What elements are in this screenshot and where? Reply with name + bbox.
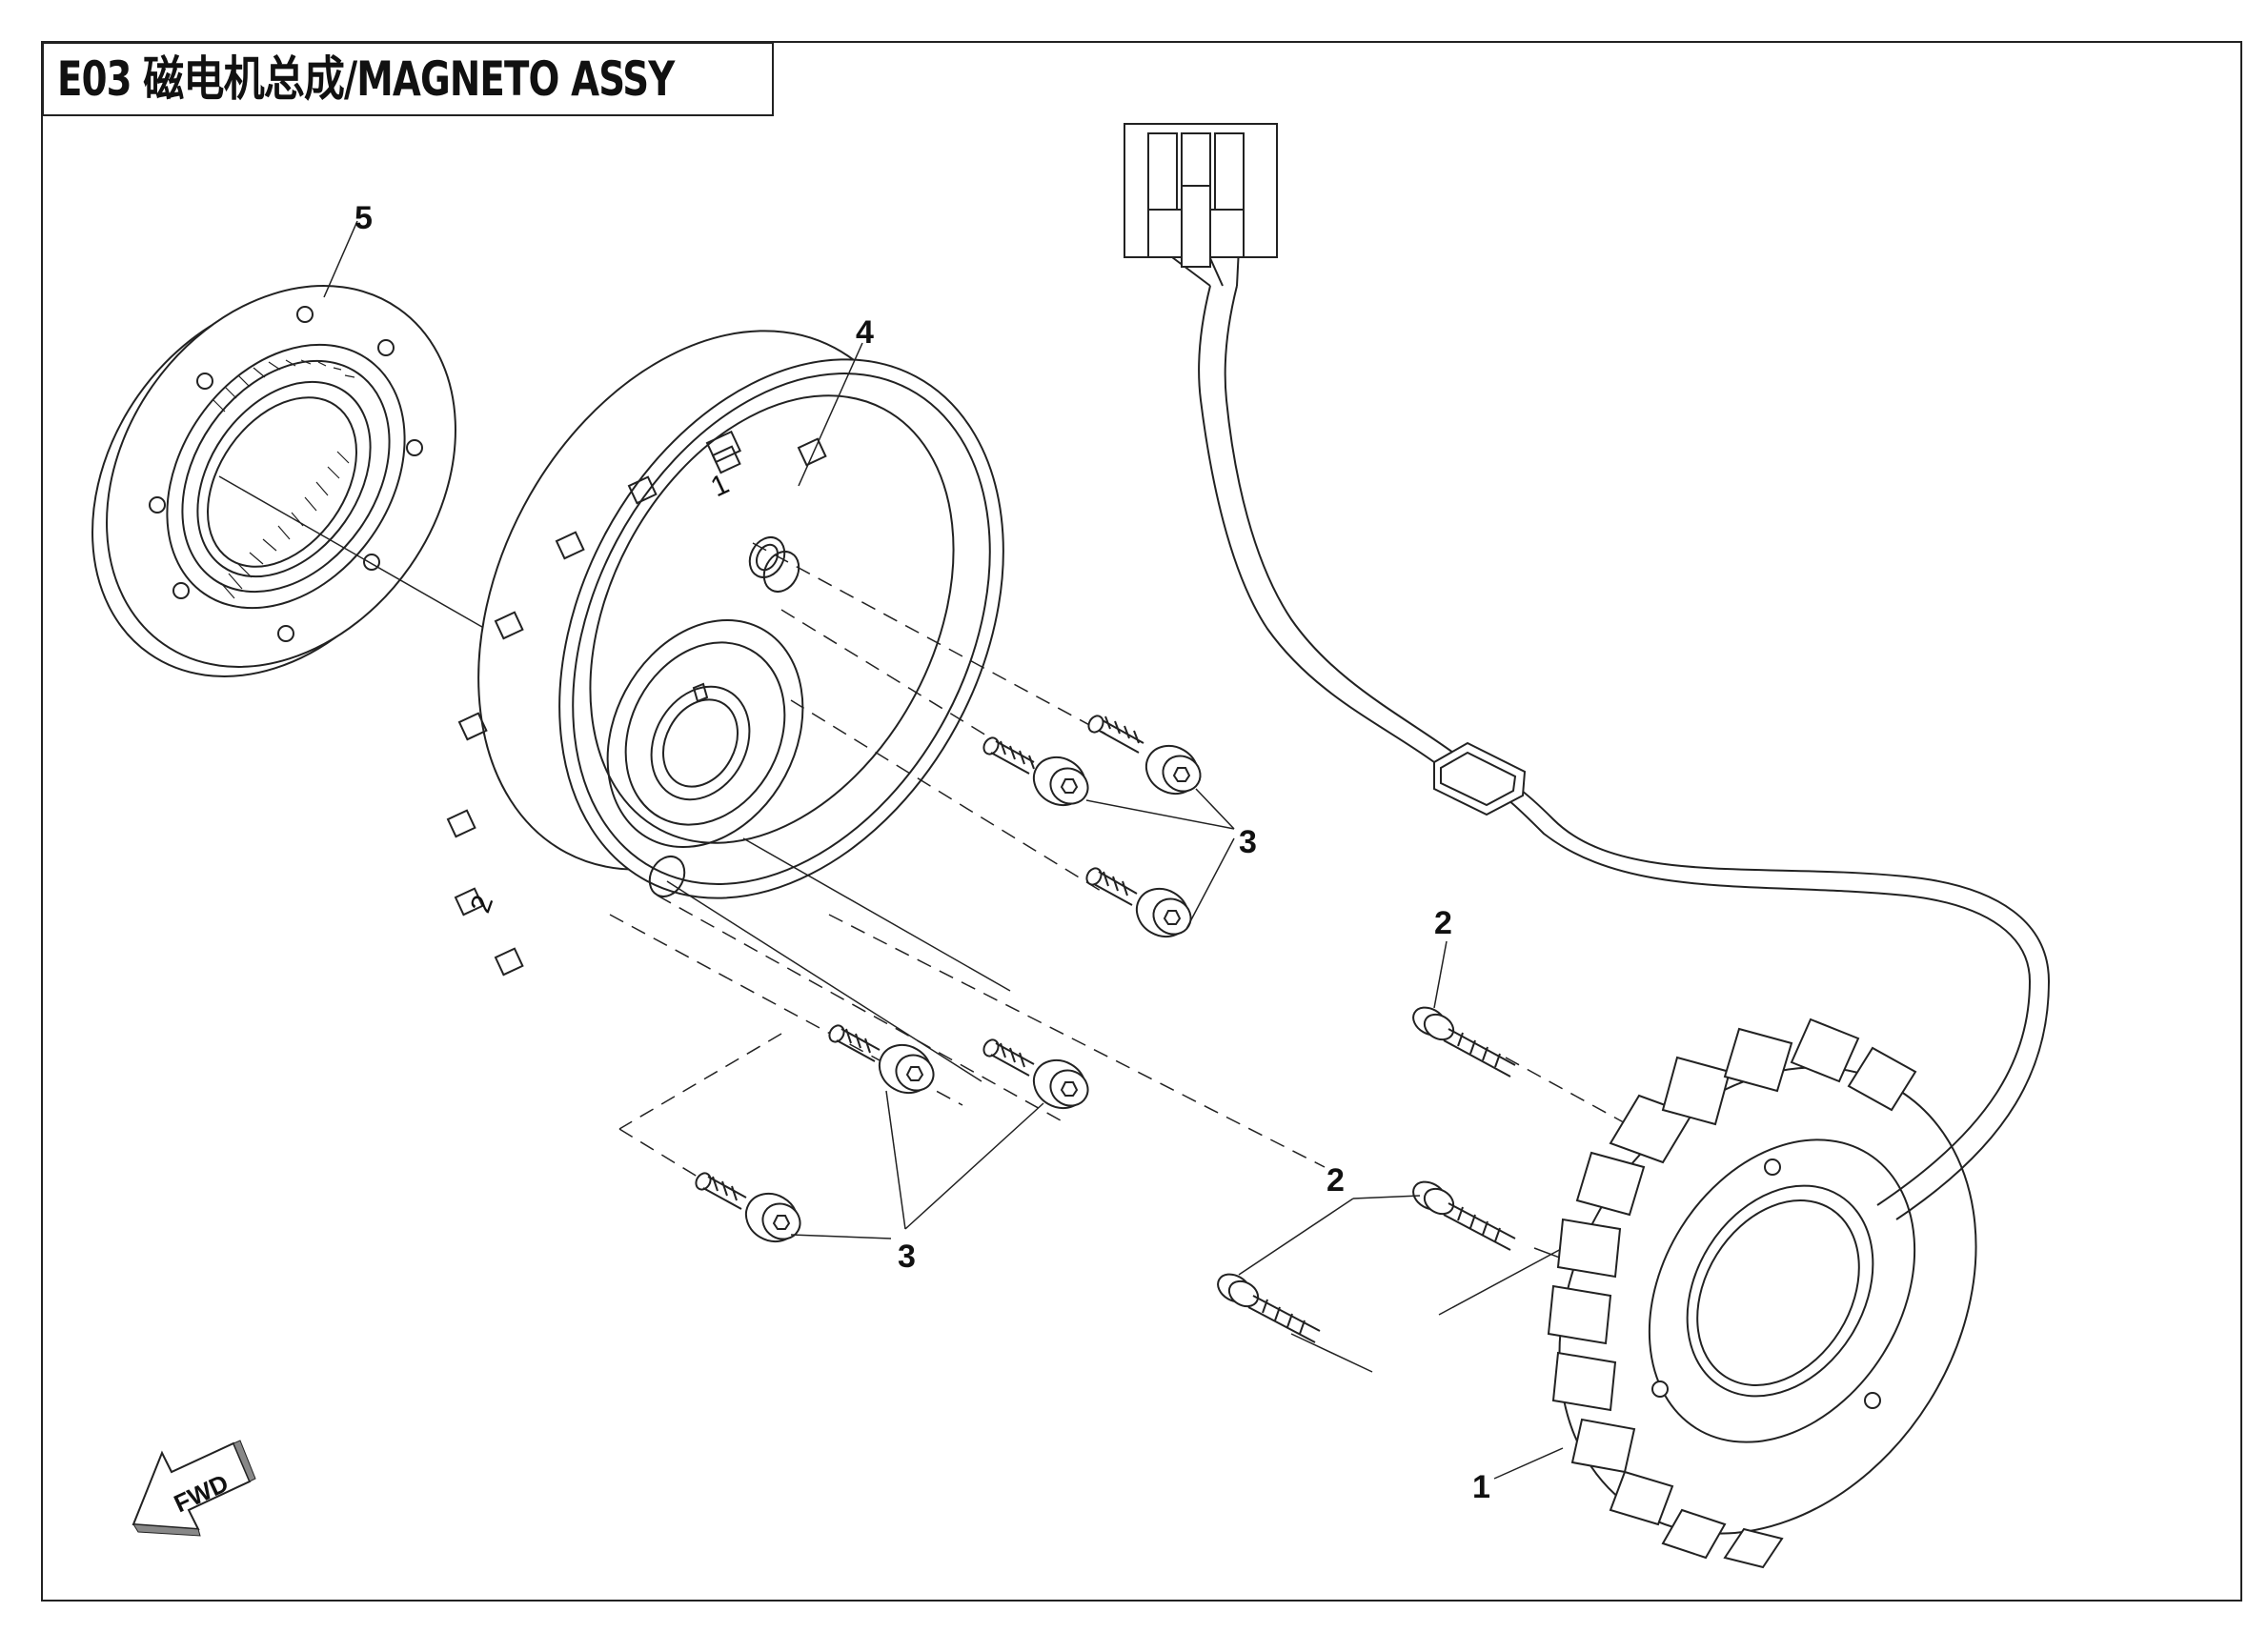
part-1-stator-coil	[1547, 1017, 1977, 1569]
fwd-direction-arrow	[132, 1440, 256, 1537]
callout-5: 5	[354, 200, 373, 236]
leaders-part-3	[790, 788, 1235, 1239]
callout-2-upper: 2	[1434, 905, 1452, 941]
bolt-3c	[1085, 867, 1192, 938]
bolt-2a	[1412, 1006, 1516, 1078]
part-4-flywheel-rotor	[446, 330, 1004, 977]
leader-part-5	[323, 220, 358, 298]
bolt-3a	[1087, 715, 1202, 796]
leader-part-1	[1493, 1447, 1564, 1480]
callout-1: 1	[1472, 1469, 1490, 1505]
bolt-3f	[695, 1172, 801, 1243]
callout-2-lower: 2	[1326, 1162, 1345, 1199]
bolt-3b	[982, 736, 1089, 807]
part-5-starter-clutch	[91, 285, 456, 677]
part-3-socket-bolts	[695, 715, 1202, 1243]
callout-3-lower: 3	[898, 1239, 916, 1275]
bolt-3e	[982, 1038, 1089, 1110]
wire-connector	[1124, 123, 1278, 268]
drawing-frame	[41, 41, 2242, 1602]
assembly-solid-lines	[666, 837, 1611, 1316]
page-title: E03 磁电机总成/MAGNETO ASSY	[57, 51, 675, 107]
leaders-part-2	[1238, 940, 1448, 1373]
bolt-2c	[1217, 1273, 1321, 1343]
stator-wire-harness	[1171, 247, 2051, 1220]
callout-4: 4	[856, 314, 874, 351]
bolt-3d	[828, 1024, 935, 1095]
part-2-flange-bolts	[1217, 1006, 1516, 1343]
rotor-mark-2: 2	[465, 891, 500, 917]
bolt-2b	[1412, 1180, 1516, 1251]
callout-3-upper: 3	[1239, 824, 1257, 860]
leader-part-4	[798, 342, 863, 487]
